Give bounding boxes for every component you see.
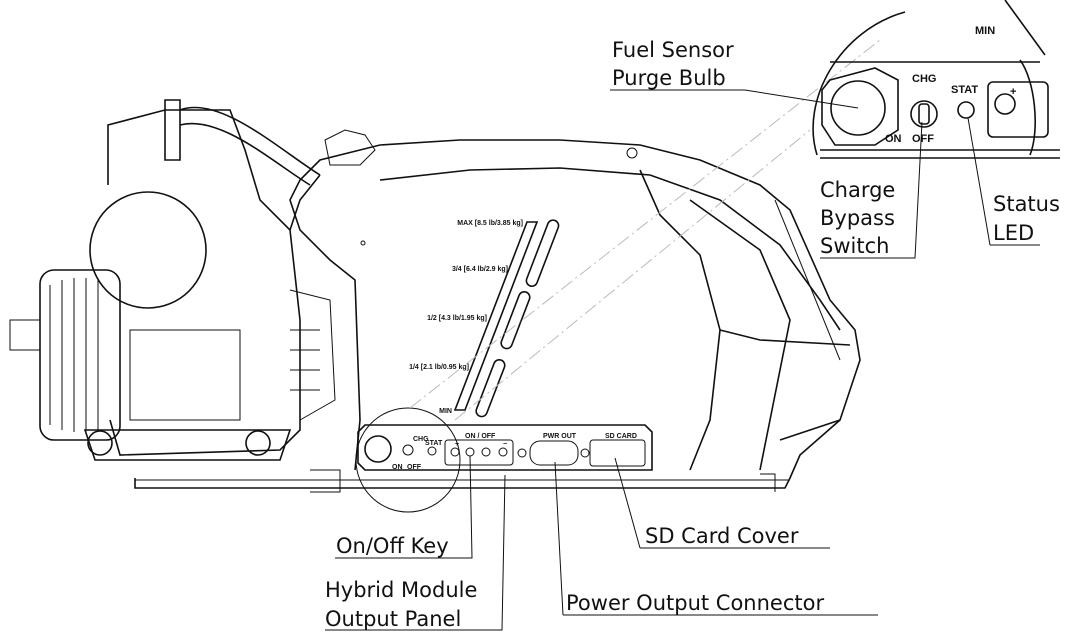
callout-charge-bypass-3: Switch	[820, 234, 889, 258]
panel-on-label: ON	[392, 464, 403, 471]
fuel-level-max: MAX [8.5 lb/3.85 kg]	[457, 220, 523, 227]
callout-hybrid-module-2: Output Panel	[325, 607, 461, 631]
detail-min-label: MIN	[975, 25, 995, 37]
detail-off-label: OFF	[912, 133, 934, 145]
charge-bypass-switch[interactable]	[402, 444, 414, 456]
fuel-level-half: 1/2 [4.3 lb/1.95 kg]	[427, 315, 487, 322]
callout-hybrid-module-1: Hybrid Module	[325, 578, 477, 602]
detail-chg-label: CHG	[912, 73, 936, 85]
fuel-level-min: MIN	[439, 408, 452, 415]
callout-charge-bypass-2: Bypass	[820, 206, 895, 230]
status-led	[427, 446, 437, 456]
detail-plus-label: +	[1010, 86, 1016, 98]
output-panel: CHG ON OFF STAT ON / OFF + − PWR OUT SD …	[355, 407, 653, 513]
power-output-connector[interactable]	[529, 440, 579, 466]
panel-plus-label: +	[455, 441, 459, 448]
engine	[9, 99, 336, 461]
panel-off-label: OFF	[407, 464, 422, 471]
panel-sd-card-label: SD CARD	[605, 433, 637, 440]
detail-circle	[355, 407, 461, 513]
callout-sd-card: SD Card Cover	[645, 524, 799, 548]
callout-status-led-1: Status	[993, 192, 1060, 216]
leader-lines	[325, 89, 1040, 631]
panel-minus-label: −	[503, 441, 507, 448]
detail-view: CHG ON OFF STAT + MIN	[812, 0, 1060, 159]
sd-card-cover[interactable]	[589, 439, 646, 467]
panel-on-off-label: ON / OFF	[465, 433, 496, 440]
panel-pwr-out-label: PWR OUT	[543, 433, 577, 440]
panel-stat-label: STAT	[425, 440, 443, 447]
callout-charge-bypass-1: Charge	[820, 178, 895, 202]
fuel-level-three-quarter: 3/4 [6.4 lb/2.9 kg]	[452, 266, 508, 273]
callout-power-output: Power Output Connector	[566, 591, 824, 615]
callout-on-off-key: On/Off Key	[336, 534, 449, 558]
callout-status-led-2: LED	[993, 221, 1034, 245]
fuel-level-quarter: 1/4 [2.1 lb/0.95 kg]	[409, 364, 469, 371]
panel-chg-label: CHG	[413, 436, 429, 443]
fuel-gauge: MAX [8.5 lb/3.85 kg] 3/4 [6.4 lb/2.9 kg]…	[409, 219, 560, 418]
on-off-key[interactable]	[465, 447, 475, 457]
module-body	[134, 129, 861, 493]
detail-stat-label: STAT	[951, 84, 978, 96]
detail-on-label: ON	[885, 133, 902, 145]
callout-fuel-sensor-2: Purge Bulb	[612, 66, 726, 90]
callout-fuel-sensor-1: Fuel Sensor	[612, 38, 734, 62]
